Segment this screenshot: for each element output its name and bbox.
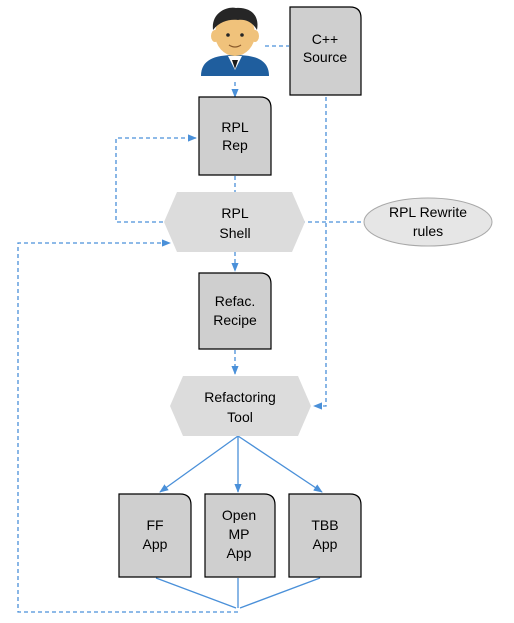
ff-app-label-line2: App bbox=[143, 536, 168, 552]
refactoring-tool-node: Refactoring Tool bbox=[170, 376, 311, 436]
refactoring-tool-label-line1: Refactoring bbox=[204, 389, 276, 405]
rpl-shell-label-line1: RPL bbox=[221, 205, 248, 221]
connectors bbox=[17, 45, 364, 613]
cpp-source-label-line2: Source bbox=[303, 49, 348, 65]
tool-to-tbb-arrow bbox=[237, 435, 323, 493]
ff-app-node: FF App bbox=[118, 493, 192, 578]
ff-to-merge-link bbox=[155, 577, 237, 609]
refac-recipe-label-line1: Refac. bbox=[215, 293, 255, 309]
tbb-app-label-line2: App bbox=[313, 536, 338, 552]
rpl-rewrite-rules-node: RPL Rewrite rules bbox=[363, 197, 493, 247]
refac-recipe-label-line2: Recipe bbox=[213, 312, 257, 328]
cpp-source-label-line1: C++ bbox=[312, 31, 338, 47]
openmp-app-label-line2: MP bbox=[229, 526, 250, 542]
rpl-rewrite-rules-label-line1: RPL Rewrite bbox=[389, 204, 467, 220]
shell-to-rep-loop bbox=[115, 134, 197, 223]
cpp-source-node: C++ Source bbox=[289, 6, 362, 96]
user-avatar-icon bbox=[201, 7, 269, 76]
rpl-rewrite-rules-label-line2: rules bbox=[413, 223, 443, 239]
openmp-app-label-line3: App bbox=[227, 545, 252, 561]
openmp-app-label-line1: Open bbox=[222, 507, 256, 523]
rpl-rep-label-line1: RPL bbox=[221, 119, 248, 135]
rpl-shell-label-line2: Shell bbox=[219, 225, 250, 241]
rpl-rep-label-line2: Rep bbox=[222, 137, 248, 153]
rpl-rep-node: RPL Rep bbox=[198, 96, 272, 176]
ff-app-label-line1: FF bbox=[146, 517, 163, 533]
tool-to-ff-arrow bbox=[159, 435, 239, 493]
tbb-app-node: TBB App bbox=[288, 493, 362, 578]
refactoring-tool-label-line2: Tool bbox=[227, 409, 253, 425]
refac-recipe-node: Refac. Recipe bbox=[198, 272, 272, 350]
tbb-to-merge-link bbox=[239, 577, 321, 609]
apps-to-shell-loop bbox=[17, 239, 238, 613]
tbb-app-label-line1: TBB bbox=[311, 517, 338, 533]
rpl-shell-node: RPL Shell bbox=[164, 192, 305, 252]
source-to-tool-arrow bbox=[313, 97, 327, 410]
openmp-app-node: Open MP App bbox=[204, 493, 276, 578]
